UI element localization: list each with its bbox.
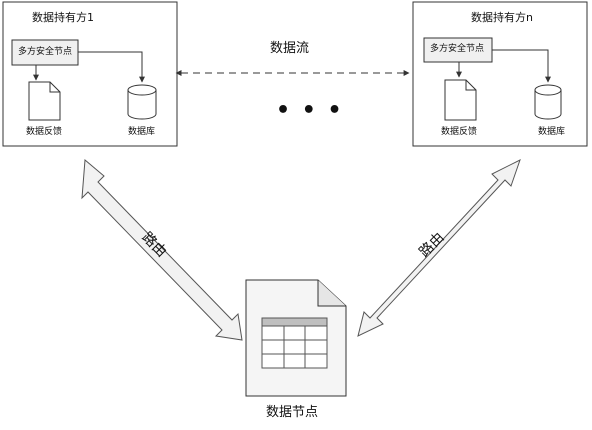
db-label-right: 数据库 bbox=[538, 127, 566, 137]
database-icon bbox=[534, 84, 562, 120]
data-node-document bbox=[245, 279, 347, 397]
ellipsis-indicator: • • • bbox=[276, 98, 344, 123]
doc-label-left: 数据反馈 bbox=[26, 127, 63, 137]
holder-box-right bbox=[412, 1, 588, 147]
holder-title-left: 数据持有方1 bbox=[32, 11, 94, 24]
holder-box-left bbox=[2, 1, 178, 147]
holder-title-right: 数据持有方n bbox=[471, 11, 533, 24]
route-arrow-left bbox=[81, 158, 243, 341]
db-label-left: 数据库 bbox=[128, 127, 156, 137]
document-icon bbox=[28, 81, 61, 121]
database-icon bbox=[127, 84, 157, 120]
data-node-label: 数据节点 bbox=[266, 405, 319, 420]
table-icon bbox=[261, 317, 328, 369]
data-flow-label: 数据流 bbox=[270, 41, 310, 56]
secure-node-left bbox=[11, 39, 79, 66]
secure-node-label-right: 多方安全节点 bbox=[430, 44, 485, 54]
secure-node-label-left: 多方安全节点 bbox=[18, 47, 73, 57]
doc-label-right: 数据反馈 bbox=[441, 127, 478, 137]
secure-node-right bbox=[423, 37, 493, 63]
document-icon bbox=[444, 79, 477, 121]
route-arrow-right bbox=[357, 159, 521, 337]
